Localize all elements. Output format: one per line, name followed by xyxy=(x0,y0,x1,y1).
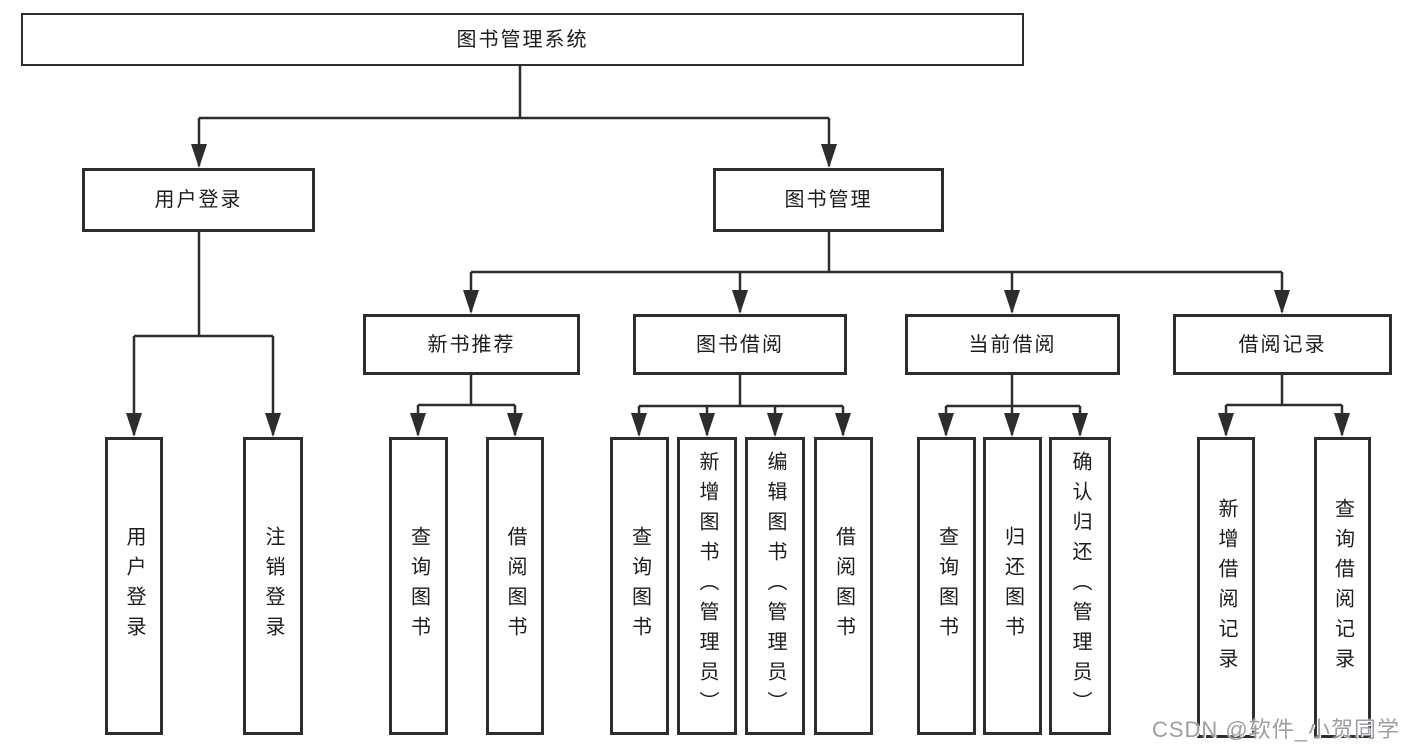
node-user-login: 用户登录 xyxy=(82,168,315,232)
arrow-down-icon xyxy=(699,413,715,437)
leaf-query-books-borrow-label: 查询图书 xyxy=(628,526,651,646)
node-user-login-label: 用户登录 xyxy=(154,189,243,211)
leaf-query-borrow-record-label: 查询借阅记录 xyxy=(1331,497,1354,678)
leaf-borrow-books: 借阅图书 xyxy=(814,437,873,735)
node-new-book-recommend: 新书推荐 xyxy=(363,314,580,375)
node-book-borrow-label: 图书借阅 xyxy=(696,333,784,356)
leaf-edit-book-admin: 编辑图书（管理员） xyxy=(745,437,805,735)
leaf-logout: 注销登录 xyxy=(243,437,303,735)
arrow-down-icon xyxy=(938,413,954,437)
leaf-confirm-return-admin-label: 确认归还（管理员） xyxy=(1069,451,1091,721)
connector-book-management-to-level3 xyxy=(469,232,1284,312)
node-new-book-recommend-label: 新书推荐 xyxy=(427,333,516,356)
connector-user-login-to-leaves xyxy=(132,232,275,435)
arrow-down-icon xyxy=(631,413,647,437)
leaf-query-books-current-label: 查询图书 xyxy=(935,526,958,646)
node-library-system-label: 图书管理系统 xyxy=(456,28,589,51)
leaf-query-books-borrow: 查询图书 xyxy=(610,437,669,735)
arrow-down-icon xyxy=(191,144,207,168)
watermark: CSDN @软件_小贺同学 xyxy=(1151,717,1400,742)
leaf-query-books-current: 查询图书 xyxy=(917,437,976,735)
leaf-borrow-books-recommend-label: 借阅图书 xyxy=(504,526,526,646)
leaf-add-borrow-record-label: 新增借阅记录 xyxy=(1215,497,1237,678)
connector-root-to-level2 xyxy=(197,66,831,166)
leaf-query-books-recommend-label: 查询图书 xyxy=(407,526,430,646)
leaf-edit-book-admin-label: 编辑图书（管理员） xyxy=(764,451,786,721)
node-current-borrow: 当前借阅 xyxy=(905,314,1120,375)
leaf-user-login: 用户登录 xyxy=(105,437,163,735)
leaf-return-book-label: 归还图书 xyxy=(1001,526,1024,646)
arrow-down-icon xyxy=(835,413,851,437)
leaf-add-book-admin-label: 新增图书（管理员） xyxy=(696,451,718,721)
arrow-down-icon xyxy=(1334,413,1350,437)
leaf-add-borrow-record: 新增借阅记录 xyxy=(1197,437,1255,738)
leaf-borrow-books-label: 借阅图书 xyxy=(832,526,855,646)
arrow-down-icon xyxy=(1004,413,1020,437)
arrow-down-icon xyxy=(1072,413,1088,437)
leaf-add-book-admin: 新增图书（管理员） xyxy=(677,437,737,735)
arrow-down-icon xyxy=(1274,290,1290,314)
arrow-down-icon xyxy=(126,413,142,437)
leaf-query-books-recommend: 查询图书 xyxy=(389,437,448,735)
leaf-confirm-return-admin: 确认归还（管理员） xyxy=(1049,437,1111,735)
arrow-down-icon xyxy=(265,413,281,437)
arrow-down-icon xyxy=(507,413,523,437)
arrow-down-icon xyxy=(821,144,837,168)
leaf-borrow-books-recommend: 借阅图书 xyxy=(486,437,544,735)
connector-book-borrow-to-leaves xyxy=(637,375,845,435)
leaf-logout-label: 注销登录 xyxy=(262,526,284,646)
leaf-user-login-label: 用户登录 xyxy=(123,526,145,646)
arrow-down-icon xyxy=(732,290,748,314)
arrow-down-icon xyxy=(1004,290,1020,314)
connector-new-book-to-leaves xyxy=(416,375,517,435)
connector-current-borrow-to-leaves xyxy=(944,375,1082,435)
connector-borrow-records-to-leaves xyxy=(1224,375,1344,435)
node-borrow-records: 借阅记录 xyxy=(1173,314,1392,375)
leaf-query-borrow-record: 查询借阅记录 xyxy=(1314,437,1371,738)
node-book-management-label: 图书管理 xyxy=(784,189,873,211)
arrow-down-icon xyxy=(1218,413,1234,437)
arrow-down-icon xyxy=(410,413,426,437)
leaf-return-book: 归还图书 xyxy=(983,437,1042,735)
node-library-system: 图书管理系统 xyxy=(21,13,1024,66)
node-current-borrow-label: 当前借阅 xyxy=(968,333,1057,356)
node-book-management: 图书管理 xyxy=(713,168,944,232)
node-book-borrow: 图书借阅 xyxy=(633,314,847,375)
arrow-down-icon xyxy=(463,290,479,314)
node-borrow-records-label: 借阅记录 xyxy=(1238,333,1327,356)
arrow-down-icon xyxy=(767,413,783,437)
